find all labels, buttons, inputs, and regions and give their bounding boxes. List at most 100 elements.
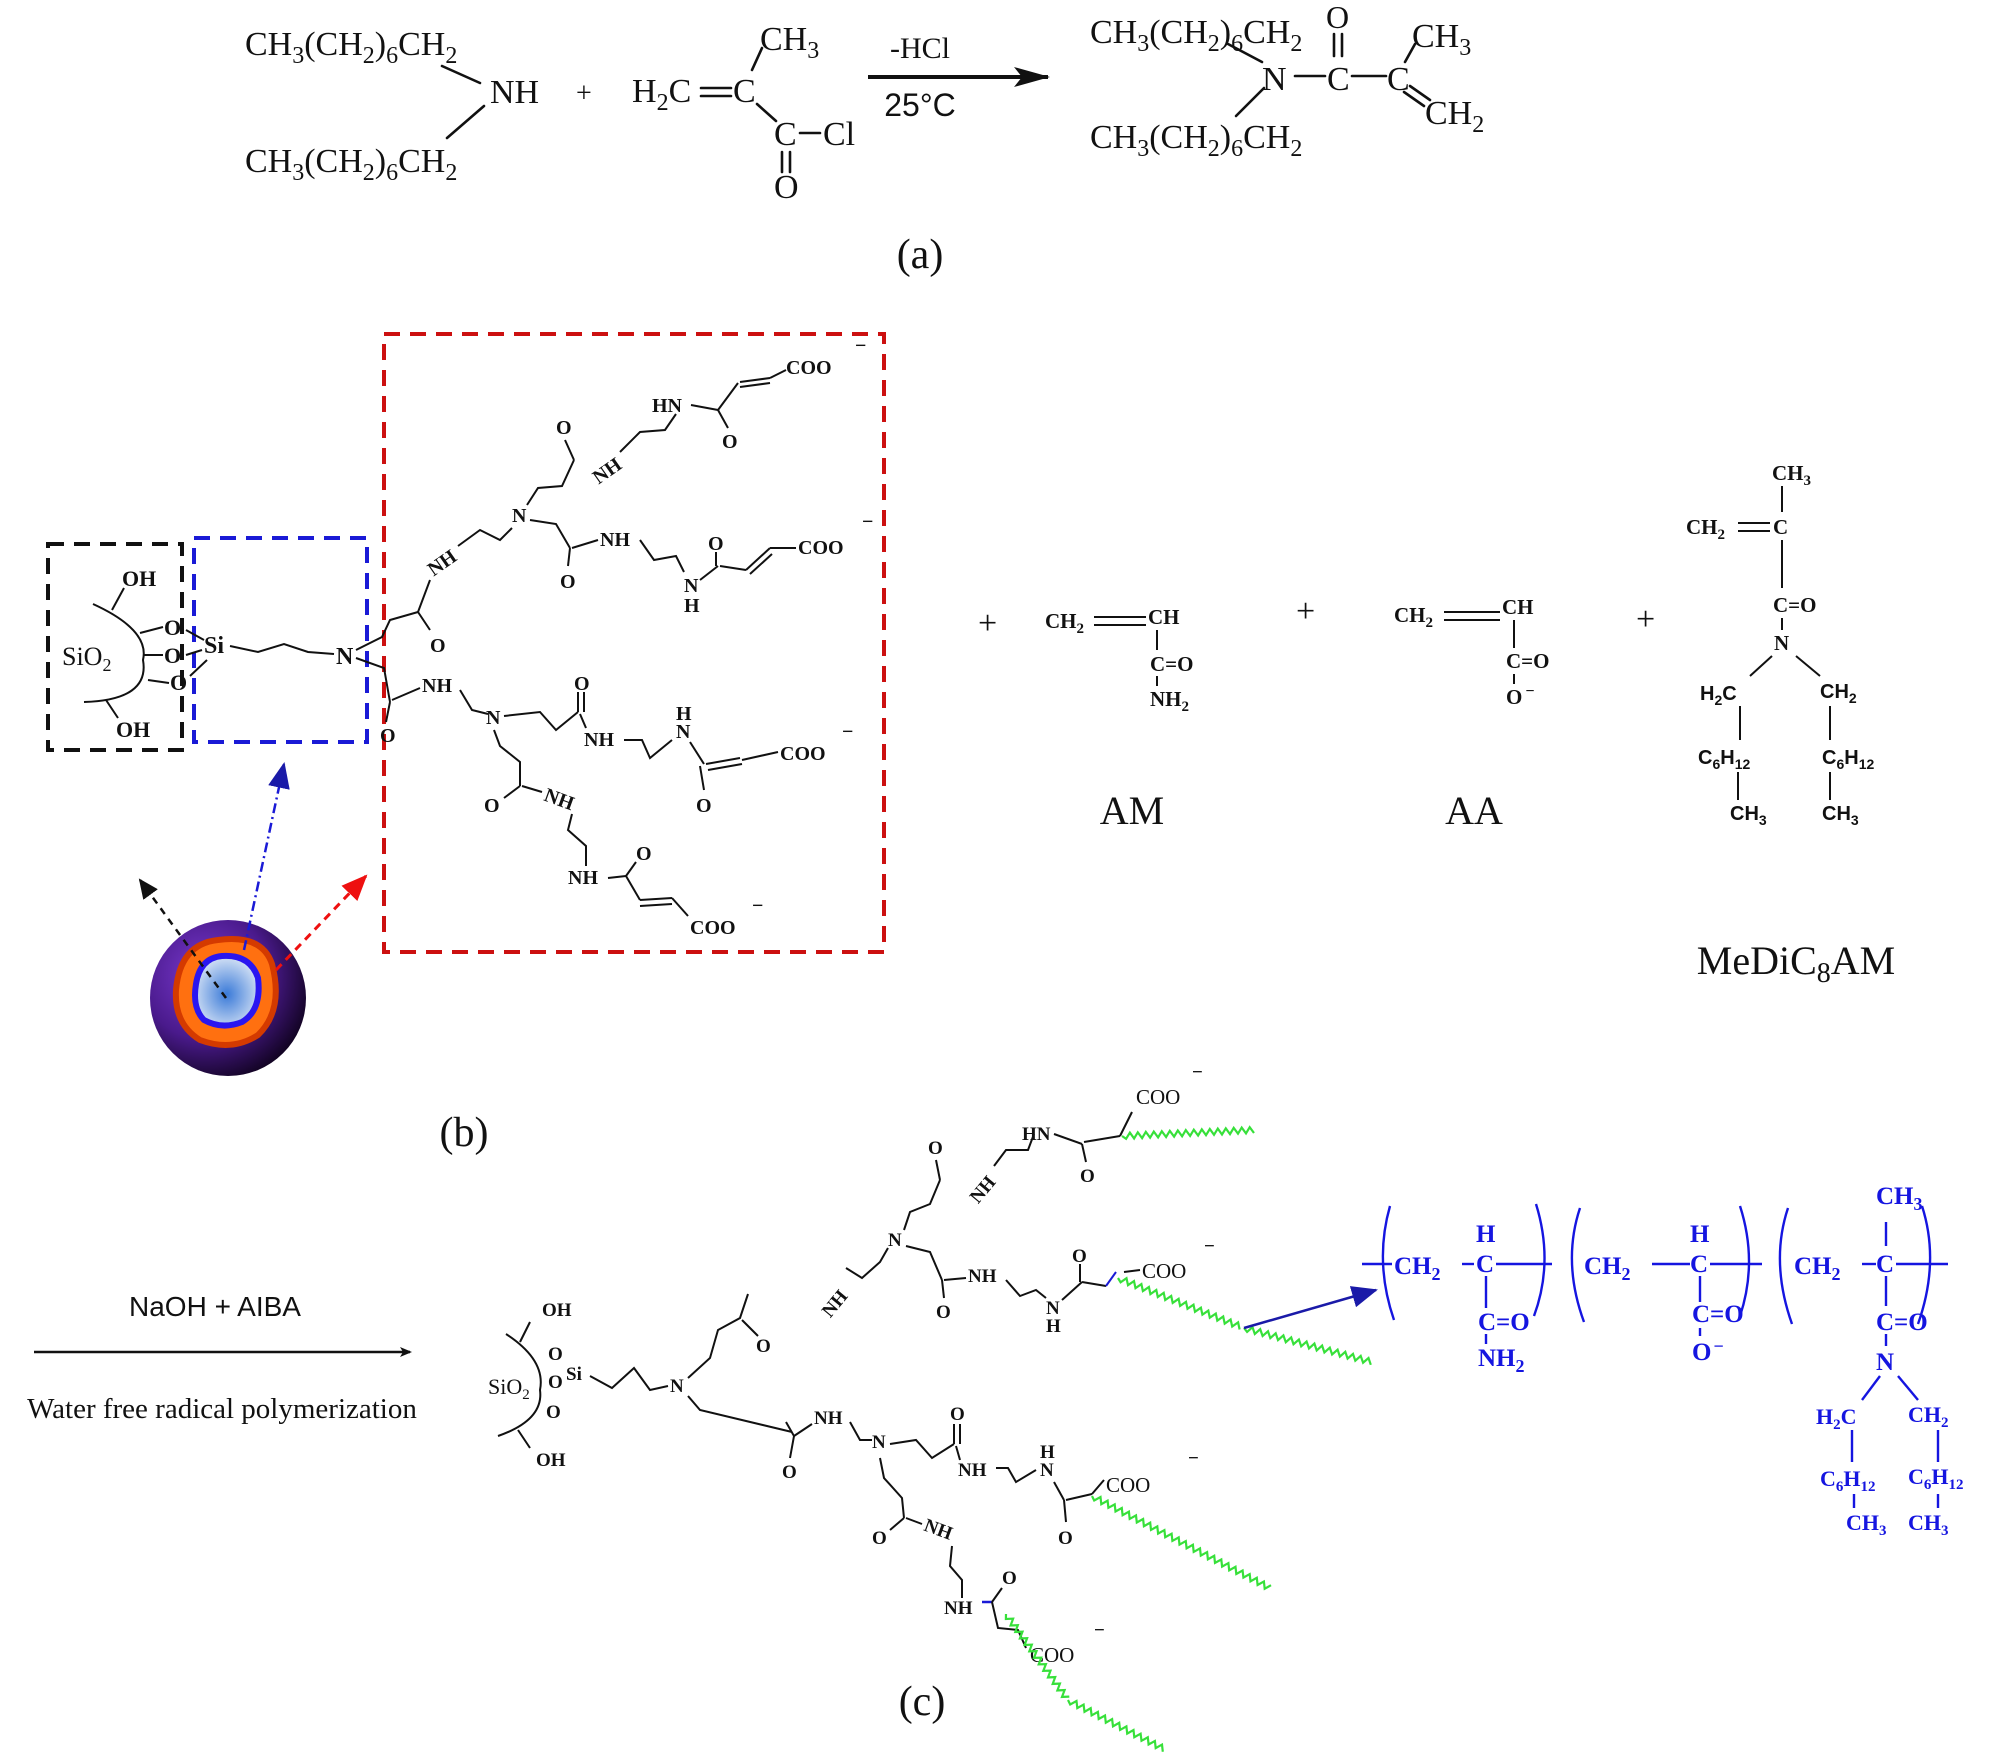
methylene-group: CH2 xyxy=(1425,95,1484,138)
bond xyxy=(619,413,677,453)
carbonyl-carbon: C xyxy=(1327,61,1350,98)
methacryloyl-chloride: H2C C CH3 C Cl O xyxy=(632,21,855,206)
pointer-arrow-polymer xyxy=(1243,1286,1378,1330)
grafted-polymer-chain xyxy=(1004,1613,1164,1752)
carboxylate: COO xyxy=(1142,1259,1186,1283)
linker-box xyxy=(192,536,369,744)
plus-sign: + xyxy=(1636,601,1655,638)
bond xyxy=(417,579,431,613)
oxygen: O xyxy=(560,571,576,593)
amide-n: N xyxy=(1046,1298,1060,1319)
amide-nh: NH xyxy=(968,1266,997,1287)
ch3-unit-3: CH3 xyxy=(1876,1183,1923,1214)
bond xyxy=(1119,1111,1133,1137)
bond xyxy=(687,1395,793,1433)
bond xyxy=(739,382,771,388)
hydroxyl-top: OH xyxy=(542,1300,572,1321)
oxygen: O xyxy=(380,725,396,747)
alkyl-chain-bottom: CH3(CH2)6CH2 xyxy=(245,143,457,186)
c-unit-1: C xyxy=(1476,1251,1494,1278)
amide-nh: NH xyxy=(818,1286,853,1322)
propyl-linker xyxy=(229,642,335,655)
bond xyxy=(1081,1143,1087,1163)
bond xyxy=(699,565,719,581)
core-nitrogen: N xyxy=(336,644,354,670)
pointer-arrow-dendron xyxy=(274,874,368,972)
siloxane-oxygen-3: O xyxy=(170,670,187,695)
bond xyxy=(564,439,575,461)
medic8am-c: C xyxy=(1773,515,1788,539)
bond xyxy=(566,813,587,866)
condition-below: 25°C xyxy=(884,87,956,123)
amide-nh: NH xyxy=(966,1172,1001,1208)
charge: − xyxy=(862,511,873,533)
bond xyxy=(521,785,543,793)
amide-nh: NH xyxy=(600,529,630,551)
bond xyxy=(903,1179,941,1231)
bond xyxy=(624,739,673,760)
alkyl-chain-top: CH3(CH2)6CH2 xyxy=(245,26,457,69)
medic8am-product: CH3(CH2)6CH2 CH3(CH2)6CH2 N C O C CH3 CH… xyxy=(1090,0,1484,162)
grafted-core: SiO2 OH OH O O O Si N O NH N O NH HN xyxy=(488,1062,1372,1752)
amide-h: H xyxy=(684,595,700,617)
grafted-polymer-chain xyxy=(1091,1495,1272,1591)
bond xyxy=(741,1319,759,1337)
hydroxyl-bottom: OH xyxy=(116,717,150,742)
bond xyxy=(690,404,719,411)
oxygen: O xyxy=(722,431,738,453)
nh2-unit-1: NH2 xyxy=(1478,1345,1525,1376)
bond xyxy=(189,659,208,677)
pamam-dendron: O NH N O NH HN O COO − O NH xyxy=(355,335,873,939)
bond xyxy=(1065,1493,1093,1501)
siloxane-oxygen-2: O xyxy=(548,1372,563,1393)
pointer-arrow-linker xyxy=(242,762,290,951)
amide-nh: NH xyxy=(568,867,598,889)
bond xyxy=(355,657,391,703)
charge: − xyxy=(855,335,866,357)
ch2-right: CH2 xyxy=(1908,1402,1949,1431)
carboxylate: COO xyxy=(780,743,826,765)
bond xyxy=(185,649,203,656)
siloxane-oxygen-1: O xyxy=(548,1344,563,1365)
amide-hn: HN xyxy=(1022,1124,1051,1145)
bond xyxy=(1005,1279,1047,1299)
amide-h: H xyxy=(1046,1316,1061,1337)
bond xyxy=(445,104,486,140)
bond xyxy=(785,1421,796,1459)
siloxane-oxygen-3: O xyxy=(546,1402,561,1423)
oxygen: O xyxy=(872,1528,887,1549)
monomer-name-aa: AA xyxy=(1445,788,1503,833)
panel-label-a: (a) xyxy=(897,232,944,278)
medic8am-ch3: CH3 xyxy=(1772,461,1811,489)
aa-ch: CH xyxy=(1502,595,1534,619)
medic8am-ch2: CH2 xyxy=(1686,515,1725,543)
oxygen: O xyxy=(756,1336,771,1357)
charge: − xyxy=(752,895,763,917)
bond xyxy=(625,861,637,877)
bond xyxy=(355,611,419,651)
bond xyxy=(579,713,587,729)
medic8am-ch2-right: CH2 xyxy=(1820,681,1857,706)
carbonyl-oxygen: O xyxy=(774,169,799,206)
bond xyxy=(671,897,689,917)
bond xyxy=(385,701,391,723)
amide-nitrogen: N xyxy=(1262,61,1287,98)
silica-surface xyxy=(497,1333,542,1437)
carboxylate: COO xyxy=(1030,1643,1074,1667)
bond xyxy=(717,409,729,429)
bond xyxy=(1053,1133,1083,1145)
oxygen: O xyxy=(484,795,500,817)
methyl-group: CH3 xyxy=(1412,18,1471,61)
charge: − xyxy=(1188,1448,1199,1469)
panel-c: NaOH + AIBA Water free radical polymeriz… xyxy=(27,1062,1964,1752)
bond xyxy=(1105,1271,1117,1287)
amide-nh: NH xyxy=(589,453,627,488)
reagents-label: NaOH + AIBA xyxy=(129,1291,301,1322)
hydroxyl-bottom: OH xyxy=(536,1450,566,1471)
medic8am-c6h12-left: C6H12 xyxy=(1698,747,1750,772)
medic8am-ch3-left: CH3 xyxy=(1730,803,1767,828)
bond xyxy=(503,785,521,799)
bond xyxy=(457,527,513,547)
ch3-end-left: CH3 xyxy=(1846,1510,1887,1539)
carbonyl-unit-2: C=O xyxy=(1692,1301,1744,1328)
